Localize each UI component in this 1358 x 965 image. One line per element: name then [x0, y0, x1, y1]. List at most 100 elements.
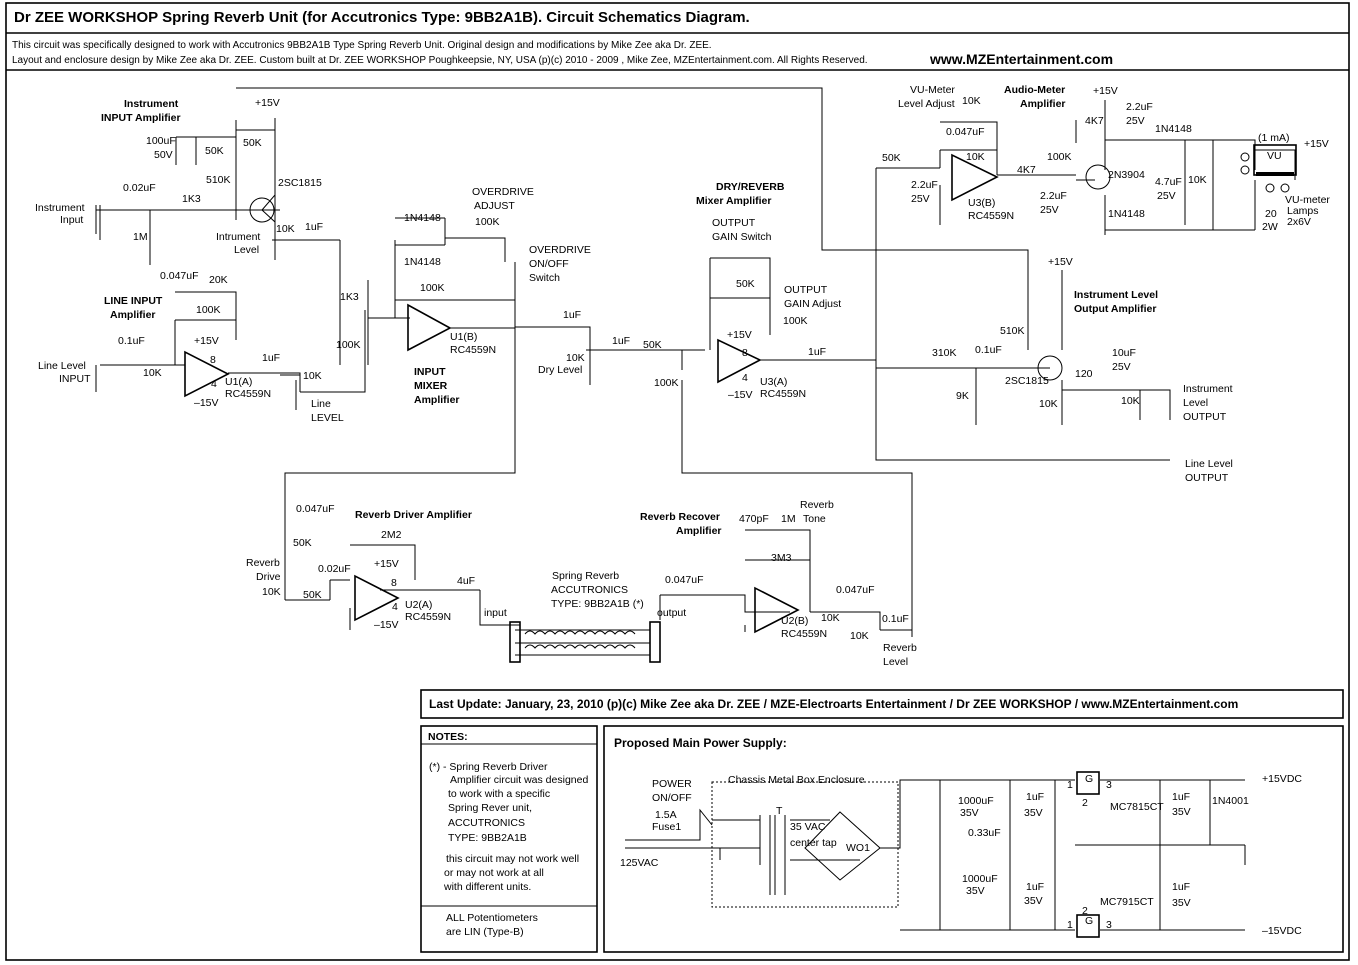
component-label: 10K	[143, 367, 162, 379]
component-label: 0.02uF	[123, 182, 156, 194]
component-label: Level Adjust	[898, 98, 955, 110]
power-supply-heading: Proposed Main Power Supply:	[614, 736, 787, 750]
component-label: +15V	[194, 335, 219, 347]
power-supply-circuit	[625, 771, 1246, 938]
component-label: 50K	[736, 278, 755, 290]
note-line: to work with a specific	[448, 788, 550, 800]
power-supply-label: 1.5A	[655, 809, 677, 821]
component-label: 20	[1265, 208, 1277, 220]
component-label: 100K	[1047, 151, 1072, 163]
power-supply-label: 2	[1082, 797, 1088, 809]
section-heading: Amplifier	[110, 309, 156, 321]
note-line: Spring Rever unit,	[448, 802, 532, 814]
power-supply-label: 1uF	[1026, 791, 1044, 803]
power-supply-label: 1	[1067, 919, 1073, 931]
component-label: Spring Reverb	[552, 570, 619, 582]
component-label: 100K	[654, 377, 679, 389]
component-label: 10K	[303, 370, 322, 382]
component-label: 50K	[293, 537, 312, 549]
component-label: 1K3	[182, 193, 201, 205]
component-label: 2M2	[381, 529, 402, 541]
section-heading: MIXER	[414, 380, 448, 392]
component-label: 4uF	[457, 575, 475, 587]
component-label: Drive	[256, 571, 281, 583]
opamp-u1a	[184, 350, 230, 398]
wiring	[95, 87, 1296, 656]
section-heading: INPUT Amplifier	[101, 112, 181, 124]
outer-frame	[5, 2, 1350, 961]
section-heading: Instrument Level	[1074, 289, 1158, 301]
component-label: Reverb	[246, 557, 280, 569]
opamp-u2b	[754, 586, 800, 634]
component-label: Level	[883, 656, 908, 668]
component-label: Instrument	[35, 202, 85, 214]
component-label: 10K	[962, 95, 981, 107]
section-heading: Mixer Amplifier	[696, 195, 771, 207]
component-label: 2SC1815	[1005, 375, 1049, 387]
component-label: 8	[210, 354, 216, 366]
opamp-u3a	[717, 338, 762, 384]
website-link[interactable]: www.MZEntertainment.com	[929, 51, 1113, 67]
component-label: (1 mA)	[1258, 132, 1290, 144]
component-label: 2x6V	[1287, 216, 1311, 228]
power-supply-label: 125VAC	[620, 857, 659, 869]
component-label: 25V	[1040, 204, 1059, 216]
transistor-2sc1815-output	[1037, 355, 1063, 381]
notes-box	[420, 725, 598, 953]
component-label: Line Level	[38, 360, 86, 372]
info-line-2: Layout and enclosure design by Mike Zee …	[12, 55, 868, 66]
component-label: GAIN Adjust	[784, 298, 841, 310]
power-supply-label: 1uF	[1172, 791, 1190, 803]
component-label: 0.047uF	[160, 270, 199, 282]
power-supply-label: Fuse1	[652, 821, 681, 833]
component-label: OUTPUT	[784, 284, 828, 296]
component-label: U3(A)	[760, 376, 787, 388]
component-label: OUTPUT	[1185, 472, 1229, 484]
component-label: –15V	[194, 397, 219, 409]
component-label: U1(B)	[450, 331, 477, 343]
component-label: 1uF	[305, 221, 323, 233]
section-heading: Amplifier	[676, 525, 722, 537]
component-label: RC4559N	[781, 628, 827, 640]
component-label: 10K	[1188, 174, 1207, 186]
component-label: 10K	[966, 151, 985, 163]
component-label: 1N4148	[1155, 123, 1192, 135]
component-label: GAIN Switch	[712, 231, 772, 243]
component-label: 100uF	[146, 135, 176, 147]
component-label: 50V	[154, 149, 173, 161]
component-label: ACCUTRONICS	[551, 584, 628, 596]
power-supply-label: 35 VAC	[790, 821, 826, 833]
note-line: Amplifier circuit was designed	[450, 774, 588, 786]
note-line: or may not work at all	[444, 867, 544, 879]
spring-reverb-tank	[509, 621, 661, 663]
component-label: Intrument	[216, 231, 260, 243]
power-supply-label: 35V	[960, 807, 979, 819]
component-labels: +15V 100uF 50V 50K 50K 510K 2SC1815 0.02uF 1K3In…	[35, 84, 1330, 668]
component-label: 120	[1075, 368, 1093, 380]
section-heading: LINE INPUT	[104, 295, 163, 307]
component-label: Switch	[529, 272, 560, 284]
component-label: Tone	[803, 513, 826, 525]
power-supply-label: 1uF	[1172, 881, 1190, 893]
note-line: with different units.	[443, 881, 531, 893]
component-label: 0.1uF	[975, 344, 1002, 356]
component-label: Line	[311, 398, 331, 410]
component-label: INPUT	[59, 373, 91, 385]
power-supply-label: POWER	[652, 778, 692, 790]
component-label: 100K	[336, 339, 361, 351]
power-supply-label: 3	[1106, 919, 1112, 931]
opamp-u3b	[951, 153, 999, 202]
component-label: Dry Level	[538, 364, 582, 376]
info-line-1: This circuit was specifically designed t…	[12, 40, 712, 51]
component-label: ON/OFF	[529, 258, 569, 270]
component-label: 2W	[1262, 221, 1278, 233]
component-label: 4	[392, 601, 398, 613]
component-label: 25V	[911, 193, 930, 205]
power-supply-label: Chassis Metal Box Enclosure	[728, 774, 865, 786]
component-label: 510K	[206, 174, 231, 186]
component-label: 25V	[1112, 361, 1131, 373]
power-supply-label: 35V	[1024, 807, 1043, 819]
component-label: 4K7	[1017, 164, 1036, 176]
component-label: 0.02uF	[318, 563, 351, 575]
